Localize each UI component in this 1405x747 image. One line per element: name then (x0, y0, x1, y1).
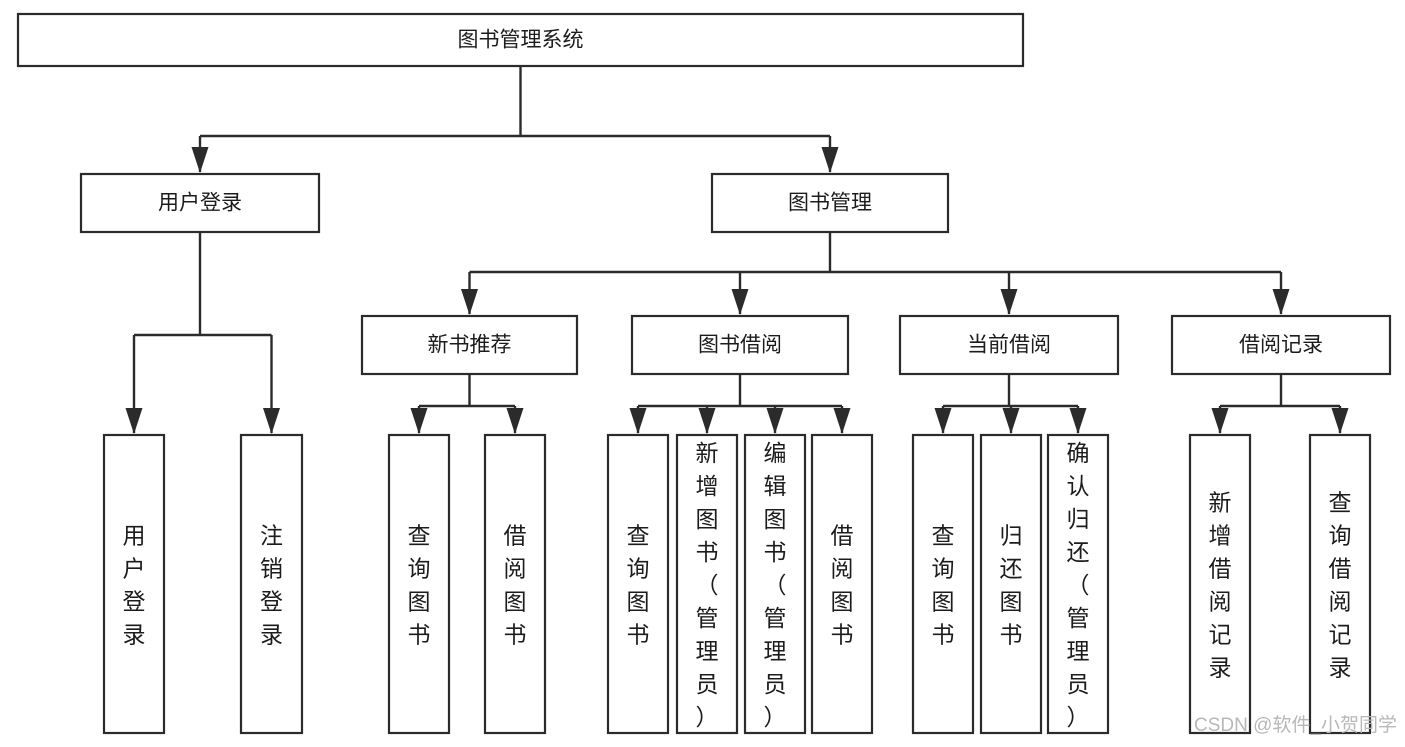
arrow-head-icon-current-borrow (1000, 289, 1018, 315)
node-label-leaf-add-record: 新增借阅记录 (1209, 490, 1232, 681)
node-label-book-manage: 图书管理 (788, 192, 872, 215)
node-book-manage[interactable]: 图书管理 (710, 172, 950, 234)
arrow-head-icon-leaf-borrow-book-1 (506, 408, 524, 434)
arrow-head-icon-book-borrow (731, 289, 749, 315)
node-leaf-return-book[interactable]: 归还图书 (979, 433, 1043, 735)
node-label-leaf-borrow-book-1: 借阅图书 (504, 523, 527, 648)
node-label-leaf-query-book-2: 查询图书 (627, 523, 650, 648)
node-box-leaf-borrow-book-2[interactable] (810, 433, 874, 735)
node-leaf-edit-book[interactable]: 编辑图书（管理员） (743, 433, 807, 735)
node-label-leaf-borrow-book-2: 借阅图书 (831, 523, 854, 648)
node-label-leaf-add-book: 新增图书（管理员） (696, 440, 719, 730)
arrow-head-icon-new-book-recommend (461, 289, 478, 315)
node-box-leaf-add-book[interactable] (675, 433, 739, 735)
node-leaf-add-book[interactable]: 新增图书（管理员） (675, 433, 739, 735)
node-label-borrow-record: 借阅记录 (1239, 334, 1323, 357)
node-label-leaf-query-book-1: 查询图书 (408, 523, 431, 648)
node-label-leaf-user-logout: 注销登录 (260, 523, 283, 648)
node-box-leaf-query-book-1[interactable] (387, 433, 451, 735)
arrow-head-icon-leaf-add-record (1211, 408, 1229, 434)
arrow-head-icon-root-user-login (191, 147, 209, 173)
node-leaf-borrow-book-1[interactable]: 借阅图书 (483, 433, 547, 735)
watermark-label: CSDN @软件_小贺同学 (1194, 714, 1397, 736)
node-box-leaf-return-book[interactable] (979, 433, 1043, 735)
node-leaf-query-record[interactable]: 查询借阅记录 (1308, 433, 1372, 735)
arrow-head-icon-leaf-query-book-3 (934, 408, 952, 434)
arrow-head-icon-leaf-edit-book (766, 408, 784, 434)
node-borrow-record[interactable]: 借阅记录 (1170, 314, 1392, 376)
node-box-user-login[interactable] (79, 172, 321, 234)
node-label-leaf-confirm-return: 确认归还（管理员） (1067, 440, 1090, 730)
node-leaf-add-record[interactable]: 新增借阅记录 (1188, 433, 1252, 735)
node-user-login[interactable]: 用户登录 (79, 172, 321, 234)
node-label-leaf-edit-book: 编辑图书（管理员） (764, 440, 787, 730)
arrow-head-icon-root-book-manage (821, 147, 839, 173)
connector-layer (125, 66, 1349, 434)
node-label-new-book-recommend: 新书推荐 (428, 334, 512, 357)
node-box-book-borrow[interactable] (630, 314, 850, 376)
node-box-leaf-query-record[interactable] (1308, 433, 1372, 735)
node-new-book-recommend[interactable]: 新书推荐 (360, 314, 579, 376)
node-leaf-query-book-3[interactable]: 查询图书 (911, 433, 975, 735)
arrow-head-icon-leaf-query-book-2 (629, 408, 647, 434)
node-box-leaf-user-login[interactable] (102, 433, 166, 735)
node-box-borrow-record[interactable] (1170, 314, 1392, 376)
node-label-user-login: 用户登录 (158, 192, 242, 215)
arrow-head-icon-leaf-user-logout (263, 408, 280, 434)
node-book-borrow[interactable]: 图书借阅 (630, 314, 850, 376)
node-leaf-borrow-book-2[interactable]: 借阅图书 (810, 433, 874, 735)
arrow-head-icon-borrow-record (1272, 289, 1290, 315)
arrow-head-icon-leaf-confirm-return (1069, 408, 1087, 434)
node-box-root[interactable] (16, 12, 1025, 68)
arrow-head-icon-leaf-query-record (1331, 408, 1349, 434)
node-box-leaf-query-book-2[interactable] (606, 433, 670, 735)
node-layer: 图书管理系统用户登录图书管理新书推荐图书借阅当前借阅借阅记录用户登录注销登录查询… (16, 12, 1392, 735)
node-box-leaf-borrow-book-1[interactable] (483, 433, 547, 735)
arrow-head-icon-leaf-borrow-book-2 (833, 408, 851, 434)
node-box-leaf-user-logout[interactable] (239, 433, 304, 735)
node-leaf-query-book-1[interactable]: 查询图书 (387, 433, 451, 735)
node-box-leaf-add-record[interactable] (1188, 433, 1252, 735)
node-box-leaf-edit-book[interactable] (743, 433, 807, 735)
node-label-root: 图书管理系统 (458, 29, 584, 52)
arrow-head-icon-leaf-return-book (1002, 408, 1020, 434)
arrow-head-icon-leaf-user-login (125, 408, 143, 434)
node-current-borrow[interactable]: 当前借阅 (898, 314, 1120, 376)
node-box-book-manage[interactable] (710, 172, 950, 234)
node-label-leaf-return-book: 归还图书 (1000, 523, 1023, 648)
node-box-new-book-recommend[interactable] (360, 314, 579, 376)
node-leaf-confirm-return[interactable]: 确认归还（管理员） (1046, 433, 1110, 735)
node-label-book-borrow: 图书借阅 (698, 334, 782, 357)
arrow-head-icon-leaf-query-book-1 (410, 408, 428, 434)
node-box-leaf-confirm-return[interactable] (1046, 433, 1110, 735)
node-label-current-borrow: 当前借阅 (967, 334, 1051, 357)
node-label-leaf-query-record: 查询借阅记录 (1329, 490, 1352, 681)
node-box-current-borrow[interactable] (898, 314, 1120, 376)
node-root[interactable]: 图书管理系统 (16, 12, 1025, 68)
node-label-leaf-user-login: 用户登录 (123, 523, 146, 648)
node-label-leaf-query-book-3: 查询图书 (932, 523, 955, 648)
node-leaf-user-logout[interactable]: 注销登录 (239, 433, 304, 735)
arrow-head-icon-leaf-add-book (698, 408, 716, 434)
node-box-leaf-query-book-3[interactable] (911, 433, 975, 735)
node-leaf-query-book-2[interactable]: 查询图书 (606, 433, 670, 735)
node-leaf-user-login[interactable]: 用户登录 (102, 433, 166, 735)
